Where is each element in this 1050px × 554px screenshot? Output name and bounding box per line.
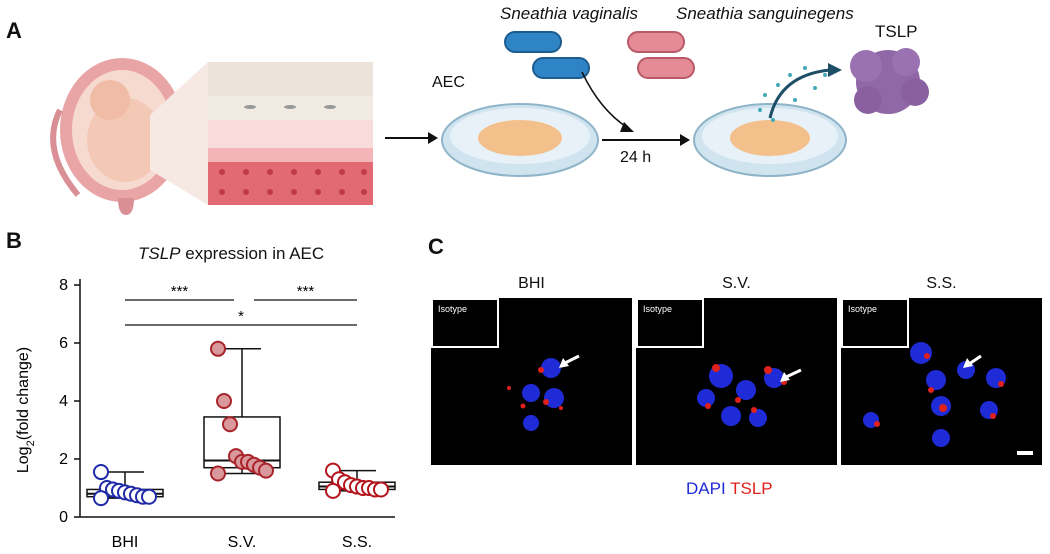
data-point — [93, 464, 109, 481]
time-label: 24 h — [620, 149, 652, 166]
panel-b-letter: B — [6, 228, 22, 253]
micrograph-title-bhi: BHI — [518, 275, 545, 292]
petri-dish-2 — [693, 63, 847, 177]
y-tick-label: 4 — [59, 393, 68, 410]
micrograph-title-sv: S.V. — [722, 275, 751, 292]
y-tick-label: 0 — [59, 509, 68, 526]
data-point — [373, 481, 389, 498]
micrograph-bhi: Isotype — [431, 298, 632, 465]
chart-title-gene: TSLP — [138, 244, 181, 263]
panel-a-letter: A — [6, 18, 22, 43]
data-point — [141, 488, 157, 505]
data-point — [210, 340, 226, 357]
isotype-inset-sv: Isotype — [636, 298, 704, 348]
y-axis-label: Log2(fold change) — [15, 347, 37, 473]
y-tick-label: 8 — [59, 277, 68, 294]
tslp-protein-icon — [850, 48, 929, 114]
tissue-layers — [208, 62, 373, 205]
isotype-inset-ss: Isotype — [841, 298, 909, 348]
significance-label: * — [238, 308, 244, 325]
isotype-inset-bhi: Isotype — [431, 298, 499, 348]
micrograph-title-ss: S.S. — [926, 275, 957, 292]
x-tick-label: S.S. — [342, 534, 372, 551]
panel-a-illustration — [50, 31, 929, 215]
isotype-label: Isotype — [643, 304, 673, 314]
micrograph-ss: Isotype — [841, 298, 1042, 465]
aec-label: AEC — [432, 74, 465, 91]
stain-legend: DAPI TSLP — [686, 479, 773, 499]
isotype-label: Isotype — [848, 304, 878, 314]
data-point — [93, 490, 109, 507]
isotype-label: Isotype — [438, 304, 468, 314]
significance-label: *** — [297, 283, 315, 300]
y-tick-label: 6 — [59, 335, 68, 352]
chart-title-rest: expression in AEC — [180, 244, 325, 263]
sneathia-sanguinegens-icon — [627, 31, 695, 79]
x-tick-label: S.V. — [228, 534, 257, 551]
legend-dapi: DAPI — [686, 479, 726, 498]
data-point — [222, 416, 238, 433]
species-vaginalis-label: Sneathia vaginalis — [500, 4, 638, 23]
significance-label: *** — [171, 283, 189, 300]
y-tick-label: 2 — [59, 451, 68, 468]
petri-dish-1 — [441, 103, 599, 177]
data-point — [258, 462, 274, 479]
micrograph-sv: Isotype — [636, 298, 837, 465]
data-point — [216, 393, 232, 409]
chart-title: TSLP expression in AEC — [138, 244, 324, 264]
data-point — [210, 465, 226, 482]
tslp-label: TSLP — [875, 22, 918, 41]
legend-tslp: TSLP — [730, 479, 773, 498]
species-sanguinegens-label: Sneathia sanguinegens — [676, 4, 854, 23]
x-tick-label: BHI — [112, 534, 139, 551]
sneathia-vaginalis-icon — [504, 31, 590, 79]
panel-c-letter: C — [428, 234, 444, 259]
data-point — [325, 482, 341, 499]
